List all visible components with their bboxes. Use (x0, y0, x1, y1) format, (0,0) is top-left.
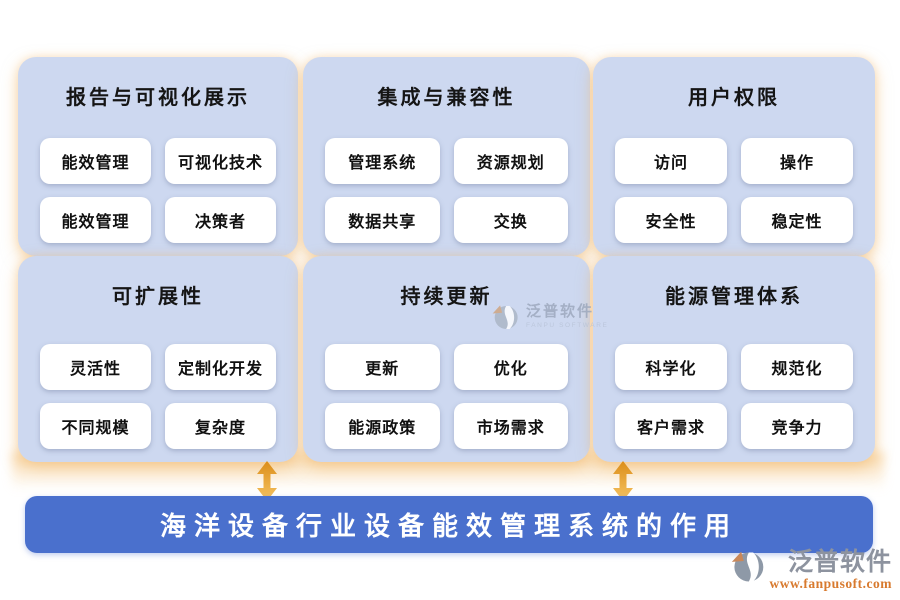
watermark-text: 泛普软件 FANPU SOFTWARE (526, 305, 608, 330)
feature-chip[interactable]: 决策者 (165, 197, 276, 243)
banner-title: 海洋设备行业设备能效管理系统的作用 (159, 512, 738, 541)
panel-title: 集成与兼容性 (377, 87, 516, 109)
feature-chip[interactable]: 规范化 (741, 344, 853, 390)
feature-chip[interactable]: 访问 (615, 138, 727, 184)
feature-chip[interactable]: 科学化 (615, 344, 727, 390)
panel-button-grid: 科学化 规范化 客户需求 竞争力 (615, 344, 853, 449)
feature-chip[interactable]: 资源规划 (453, 138, 568, 184)
feature-chip[interactable]: 交换 (453, 197, 568, 243)
feature-chip[interactable]: 能效管理 (40, 197, 151, 243)
panel-title: 用户权限 (688, 87, 780, 109)
panel-title: 可扩展性 (112, 286, 204, 308)
feature-chip[interactable]: 可视化技术 (165, 138, 276, 184)
footer-logo: 泛普软件 www.fanpusoft.com (731, 550, 892, 591)
panel-title: 能源管理体系 (665, 286, 803, 308)
feature-chip[interactable]: 客户需求 (615, 403, 727, 449)
panel-title: 报告与可视化展示 (66, 87, 250, 109)
feature-chip[interactable]: 优化 (453, 344, 568, 390)
panel-user-permissions: 用户权限 访问 操作 安全性 稳定性 (593, 57, 875, 256)
up-down-arrow-icon (257, 461, 277, 501)
feature-chip[interactable]: 管理系统 (325, 138, 440, 184)
panel-integration-compatibility: 集成与兼容性 管理系统 资源规划 数据共享 交换 (303, 57, 590, 256)
watermark-subtitle: FANPU SOFTWARE (526, 322, 609, 330)
footer-logo-url[interactable]: www.fanpusoft.com (769, 576, 892, 591)
feature-chip[interactable]: 不同规模 (40, 403, 151, 449)
feature-chip[interactable]: 定制化开发 (165, 344, 276, 390)
panel-reports-visualization: 报告与可视化展示 能效管理 可视化技术 能效管理 决策者 (18, 57, 298, 256)
panel-continuous-updates: 持续更新 更新 优化 能源政策 市场需求 (303, 256, 590, 462)
footer-logo-name: 泛普软件 (787, 549, 892, 576)
panel-title: 持续更新 (400, 286, 493, 308)
feature-chip[interactable]: 能效管理 (40, 138, 151, 184)
watermark-name: 泛普软件 (526, 304, 595, 321)
feature-chip[interactable]: 复杂度 (165, 403, 276, 449)
feature-chip[interactable]: 稳定性 (741, 197, 853, 243)
watermark: 泛普软件 FANPU SOFTWARE (492, 304, 608, 331)
fanpu-logo-icon (732, 551, 764, 582)
panel-button-grid: 灵活性 定制化开发 不同规模 复杂度 (40, 344, 276, 449)
footer-logo-text: 泛普软件 www.fanpusoft.com (769, 550, 892, 591)
bottom-title-banner: 海洋设备行业设备能效管理系统的作用 (25, 496, 873, 553)
feature-chip[interactable]: 市场需求 (453, 403, 568, 449)
panel-scalability: 可扩展性 灵活性 定制化开发 不同规模 复杂度 (18, 256, 298, 462)
panel-button-grid: 能效管理 可视化技术 能效管理 决策者 (40, 138, 276, 243)
panel-button-grid: 管理系统 资源规划 数据共享 交换 (325, 138, 568, 243)
up-down-arrow-icon (613, 461, 633, 501)
panel-button-grid: 访问 操作 安全性 稳定性 (615, 138, 853, 243)
feature-chip[interactable]: 安全性 (615, 197, 727, 243)
fanpu-logo-icon (492, 305, 518, 329)
feature-chip[interactable]: 更新 (325, 344, 440, 390)
feature-chip[interactable]: 能源政策 (325, 403, 440, 449)
feature-chip[interactable]: 操作 (741, 138, 853, 184)
feature-chip[interactable]: 竞争力 (741, 403, 853, 449)
panel-button-grid: 更新 优化 能源政策 市场需求 (325, 344, 568, 449)
feature-chip[interactable]: 灵活性 (40, 344, 151, 390)
panel-energy-management-system: 能源管理体系 科学化 规范化 客户需求 竞争力 (593, 256, 875, 462)
feature-chip[interactable]: 数据共享 (325, 197, 440, 243)
